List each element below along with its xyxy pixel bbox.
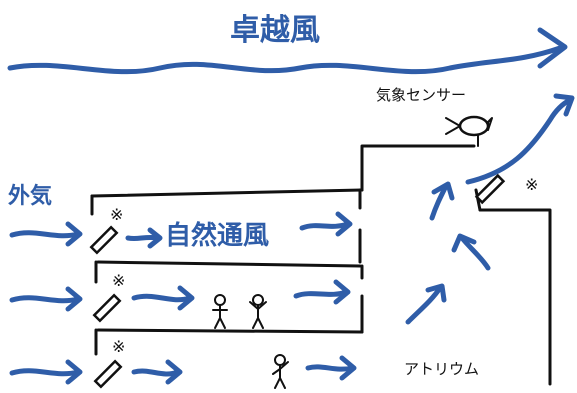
wind-arrow-icon [9, 221, 83, 247]
wind-arrow-icon [9, 286, 83, 312]
wind-arrow-icon [405, 283, 447, 325]
person-icon [272, 354, 289, 389]
natural-ventilation-label: 自然通風 [165, 220, 269, 251]
person-icon [212, 294, 228, 329]
prevailing-wind-label: 卓越風 [230, 13, 320, 48]
prevailing-wind-arrow [7, 27, 568, 75]
wind-arrow-icon [125, 227, 163, 249]
wind-arrow-icon [131, 285, 195, 311]
weather-sensor-label: 気象センサー [376, 86, 466, 104]
building-outline [90, 144, 552, 386]
weather-sensor-icon [445, 115, 493, 147]
person-icon [249, 294, 267, 329]
wind-arrow-icon [293, 279, 351, 305]
window-vent-icon [89, 225, 119, 255]
outside-air-label: 外気 [8, 183, 52, 209]
wind-arrow-icon [299, 211, 353, 237]
window-vent-icon [474, 173, 506, 205]
note-mark: ※ [110, 205, 123, 224]
wind-arrow-icon [451, 233, 491, 271]
note-mark: ※ [525, 175, 538, 194]
note-mark: ※ [112, 271, 125, 290]
note-mark: ※ [112, 337, 125, 356]
window-vent-icon [93, 359, 123, 389]
wind-arrow-icon [9, 359, 83, 385]
wind-arrow-icon [131, 359, 183, 385]
wind-arrow-icon [465, 93, 575, 185]
wind-arrow-icon [305, 355, 357, 381]
wind-arrow-icon [429, 181, 455, 221]
window-vent-icon [92, 293, 122, 323]
atrium-label: アトリウム [404, 360, 479, 378]
